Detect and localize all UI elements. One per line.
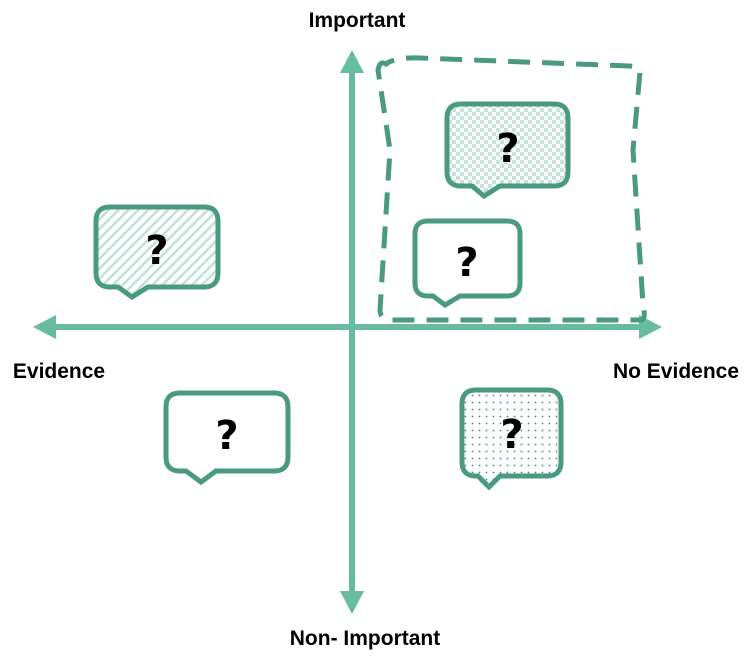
bubble-hatched: ?	[93, 204, 221, 301]
question-mark: ?	[145, 228, 168, 274]
question-mark: ?	[215, 413, 238, 459]
question-mark: ?	[455, 240, 478, 286]
bubble-checker: ?	[444, 101, 571, 200]
question-mark: ?	[496, 126, 519, 172]
label-non-important: Non- Important	[289, 627, 441, 650]
up-arrow-icon	[340, 50, 364, 73]
left-arrow-icon	[33, 315, 56, 339]
vertical-axis	[340, 50, 364, 614]
down-arrow-icon	[340, 591, 364, 614]
bubble-dotted: ?	[459, 387, 564, 491]
bubble-plain-top: ?	[412, 218, 523, 309]
question-mark: ?	[500, 412, 523, 458]
label-no-evidence: No Evidence	[612, 360, 740, 383]
label-evidence: Evidence	[12, 360, 106, 383]
highlight-dashed-box	[375, 55, 647, 323]
bubble-plain-bottom: ?	[163, 390, 291, 486]
label-important: Important	[308, 9, 406, 32]
